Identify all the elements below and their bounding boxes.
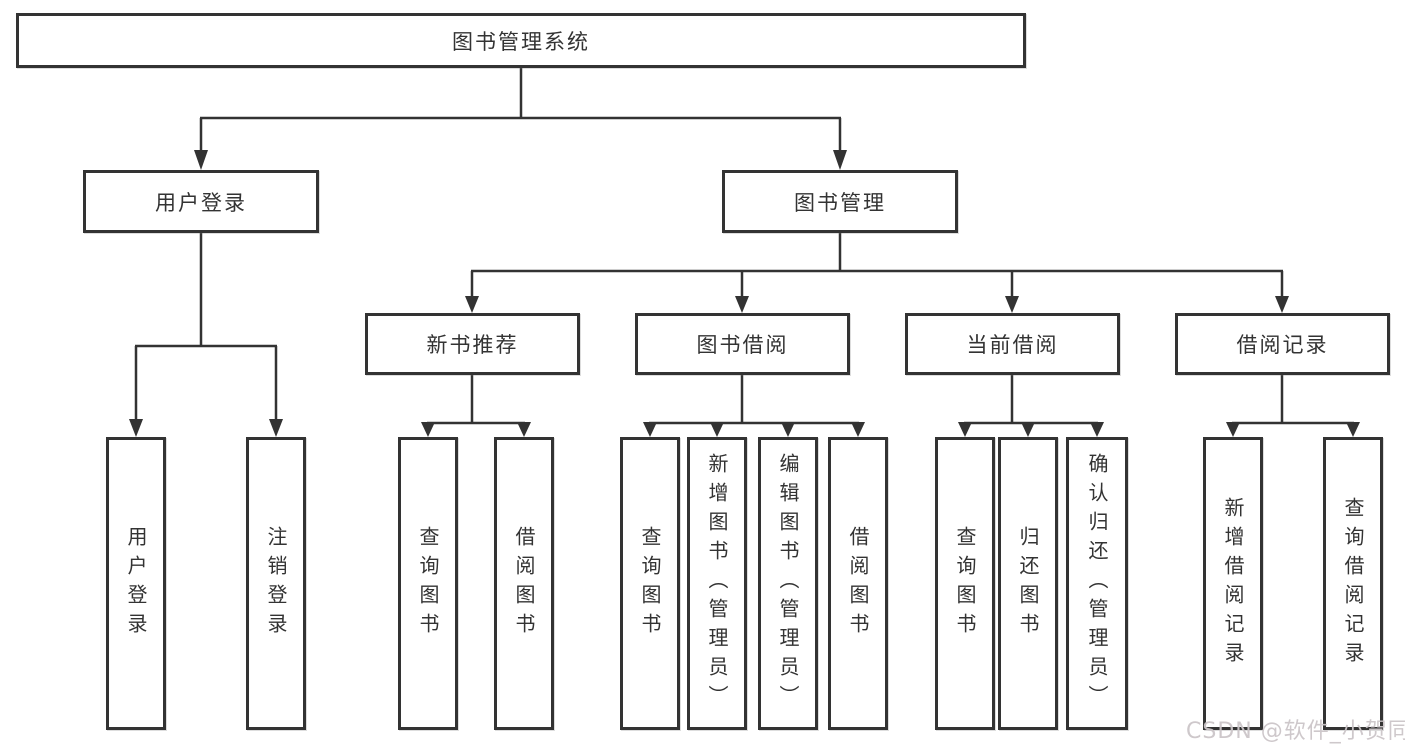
node-current-borrowing-label: 当前借阅 bbox=[966, 333, 1059, 357]
node-current-borrowing: 当前借阅 bbox=[905, 313, 1120, 375]
node-root-system: 图书管理系统 bbox=[16, 13, 1026, 68]
node-borrow-records: 借阅记录 bbox=[1175, 313, 1390, 375]
node-book-management: 图书管理 bbox=[722, 170, 958, 233]
node-user-login: 用户登录 bbox=[83, 170, 319, 233]
leaf-confirm-return-admin: 确认归还（管理员） bbox=[1066, 437, 1128, 730]
leaf-add-borrow-record-label: 新增借阅记录 bbox=[1221, 496, 1245, 671]
leaf-add-books-admin-label: 新增图书（管理员） bbox=[705, 453, 729, 714]
leaf-edit-books-admin-label: 编辑图书（管理员） bbox=[776, 453, 800, 714]
node-borrow-records-label: 借阅记录 bbox=[1236, 333, 1329, 357]
leaf-query-books-newbooks-label: 查询图书 bbox=[416, 525, 440, 642]
leaf-query-borrow-record: 查询借阅记录 bbox=[1323, 437, 1383, 730]
node-book-borrowing: 图书借阅 bbox=[635, 313, 850, 375]
node-new-book-recommend: 新书推荐 bbox=[365, 313, 580, 375]
leaf-borrow-books-borrowing: 借阅图书 bbox=[828, 437, 888, 730]
connector-arrowheads bbox=[129, 150, 1360, 437]
leaf-logout-label: 注销登录 bbox=[264, 525, 288, 642]
leaf-logout: 注销登录 bbox=[246, 437, 306, 730]
leaf-query-books-current-label: 查询图书 bbox=[953, 525, 977, 642]
node-book-borrowing-label: 图书借阅 bbox=[696, 333, 789, 357]
leaf-confirm-return-admin-label: 确认归还（管理员） bbox=[1085, 453, 1109, 714]
leaf-query-books-borrowing: 查询图书 bbox=[620, 437, 680, 730]
connector-stems bbox=[134, 68, 1354, 425]
leaf-user-login-label: 用户登录 bbox=[124, 525, 148, 642]
leaf-query-borrow-record-label: 查询借阅记录 bbox=[1341, 496, 1365, 671]
leaf-edit-books-admin: 编辑图书（管理员） bbox=[758, 437, 818, 730]
leaf-add-borrow-record: 新增借阅记录 bbox=[1203, 437, 1263, 730]
leaf-borrow-books-newbooks-label: 借阅图书 bbox=[512, 525, 536, 642]
node-user-login-label: 用户登录 bbox=[155, 190, 247, 215]
node-root-label: 图书管理系统 bbox=[452, 29, 590, 54]
leaf-borrow-books-newbooks: 借阅图书 bbox=[494, 437, 554, 730]
leaf-borrow-books-borrowing-label: 借阅图书 bbox=[846, 525, 870, 642]
leaf-add-books-admin: 新增图书（管理员） bbox=[687, 437, 747, 730]
leaf-query-books-borrowing-label: 查询图书 bbox=[638, 525, 662, 642]
node-new-book-recommend-label: 新书推荐 bbox=[426, 333, 519, 357]
leaf-query-books-newbooks: 查询图书 bbox=[398, 437, 458, 730]
csdn-watermark: CSDN @软件_小贺同学 bbox=[1186, 719, 1405, 744]
leaf-query-books-current: 查询图书 bbox=[935, 437, 995, 730]
leaf-return-books-label: 归还图书 bbox=[1016, 525, 1040, 642]
leaf-return-books: 归还图书 bbox=[998, 437, 1058, 730]
leaf-user-login: 用户登录 bbox=[106, 437, 166, 730]
node-book-management-label: 图书管理 bbox=[794, 190, 886, 215]
